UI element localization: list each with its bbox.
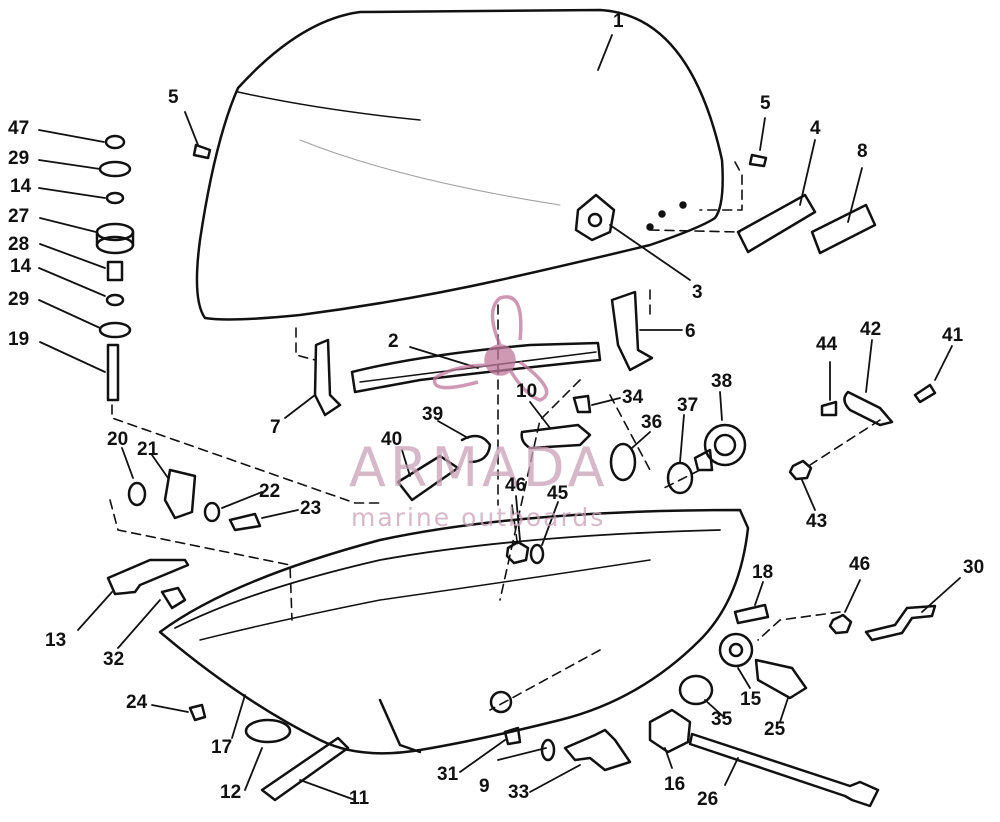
bracket-7 (313, 338, 342, 417)
part-label: 19 (8, 329, 30, 350)
stud-19 (106, 343, 120, 402)
knob-38 (693, 423, 747, 472)
arm-13 (106, 558, 190, 596)
engine-cover (195, 8, 724, 321)
fitting-33 (563, 728, 632, 772)
part-label: 33 (508, 782, 530, 803)
part-label: 8 (857, 141, 868, 162)
part-label: 34 (622, 387, 644, 408)
part-label: 46 (849, 554, 871, 575)
part-label: 7 (270, 417, 281, 438)
part-label: 18 (752, 562, 774, 583)
part-label: 45 (547, 483, 569, 504)
part-label: 14 (10, 256, 32, 277)
part-label: 40 (381, 429, 403, 450)
part-label: 17 (211, 737, 233, 758)
strip-11 (260, 736, 350, 802)
plug-12 (244, 718, 292, 744)
rod-26 (688, 732, 880, 808)
part-label: 43 (806, 511, 828, 532)
part-label: 37 (677, 395, 699, 416)
part-label: 38 (711, 371, 733, 392)
part-label: 42 (860, 319, 882, 340)
part-label: 36 (641, 412, 663, 433)
watermark-logo (432, 295, 549, 402)
part-label: 41 (942, 325, 964, 346)
part-label: 32 (103, 649, 125, 670)
part-label: 6 (685, 321, 696, 342)
part-label: 27 (8, 206, 30, 227)
bottom-pan (158, 508, 750, 755)
clamp-40 (396, 454, 460, 502)
part-label: 22 (259, 481, 281, 502)
part-label: 20 (107, 429, 129, 450)
part-label: 9 (479, 776, 490, 797)
part-label: 21 (137, 439, 159, 460)
grommet-27 (95, 222, 135, 255)
part-label: 5 (168, 87, 179, 108)
part-label: 13 (45, 630, 67, 651)
part-label: 31 (437, 764, 459, 785)
part-label: 30 (963, 557, 985, 578)
part-label: 3 (692, 282, 703, 303)
part-label: 2 (388, 331, 399, 352)
strip-8 (810, 203, 877, 255)
part-label: 39 (422, 404, 444, 425)
lever-10 (520, 423, 592, 450)
crank-30 (864, 604, 937, 642)
part-label: 4 (810, 118, 821, 139)
plug-35 (678, 674, 714, 706)
part-label: 24 (126, 692, 148, 713)
part-label: 46 (505, 475, 527, 496)
valve-16 (648, 708, 692, 754)
part-label: 47 (8, 118, 30, 139)
part-label: 10 (516, 381, 538, 402)
part-label: 25 (764, 719, 786, 740)
knob-25 (754, 658, 808, 700)
part-label: 16 (664, 774, 686, 795)
part-label: 15 (740, 689, 762, 710)
bracket-6 (610, 290, 654, 372)
part-label: 28 (8, 234, 30, 255)
part-label: 35 (711, 709, 733, 730)
part-label: 29 (8, 289, 30, 310)
watermark-title: ARMADA (349, 436, 609, 499)
cover-latch (574, 193, 616, 242)
part-label: 11 (349, 788, 370, 809)
latch-42 (843, 390, 894, 427)
watermark-subtitle: marine outboards (351, 503, 606, 532)
part-label: 23 (300, 498, 322, 519)
part-label: 26 (697, 789, 719, 810)
part-label: 44 (816, 334, 838, 355)
part-label: 12 (220, 782, 242, 803)
part-label: 14 (10, 176, 32, 197)
pad-4 (736, 193, 817, 254)
part-label: 5 (760, 93, 771, 114)
part-label: 29 (8, 148, 30, 169)
part-label: 1 (613, 11, 624, 32)
